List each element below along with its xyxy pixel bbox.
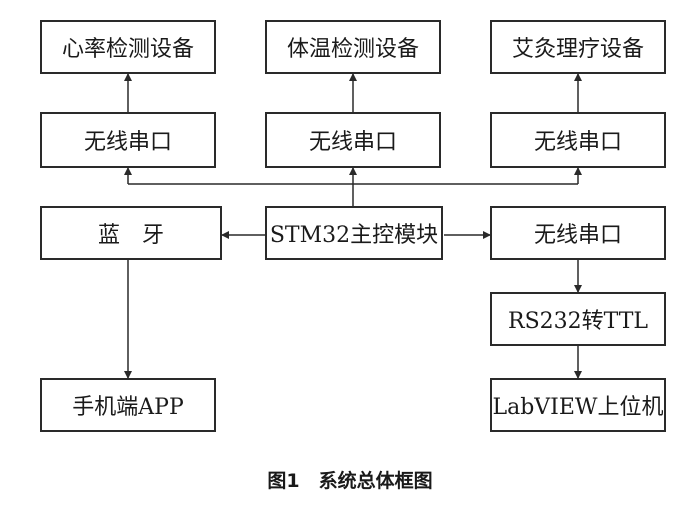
wireless-serial-box-4: 无线串口	[490, 206, 666, 260]
wireless-serial-box-1: 无线串口	[40, 112, 216, 168]
body-temp-device-box: 体温检测设备	[265, 20, 441, 74]
stm32-main-box: STM32主控模块	[265, 206, 443, 260]
heart-rate-device-box: 心率检测设备	[40, 20, 216, 74]
bluetooth-box: 蓝 牙	[40, 206, 222, 260]
phone-app-box: 手机端APP	[40, 378, 216, 432]
labview-host-box: LabVIEW上位机	[490, 378, 666, 432]
rs232-ttl-box: RS232转TTL	[490, 292, 666, 346]
wireless-serial-box-3: 无线串口	[490, 112, 666, 168]
figure-caption: 图1 系统总体框图	[267, 470, 433, 492]
moxibustion-device-box: 艾灸理疗设备	[490, 20, 666, 74]
wireless-serial-box-2: 无线串口	[265, 112, 441, 168]
